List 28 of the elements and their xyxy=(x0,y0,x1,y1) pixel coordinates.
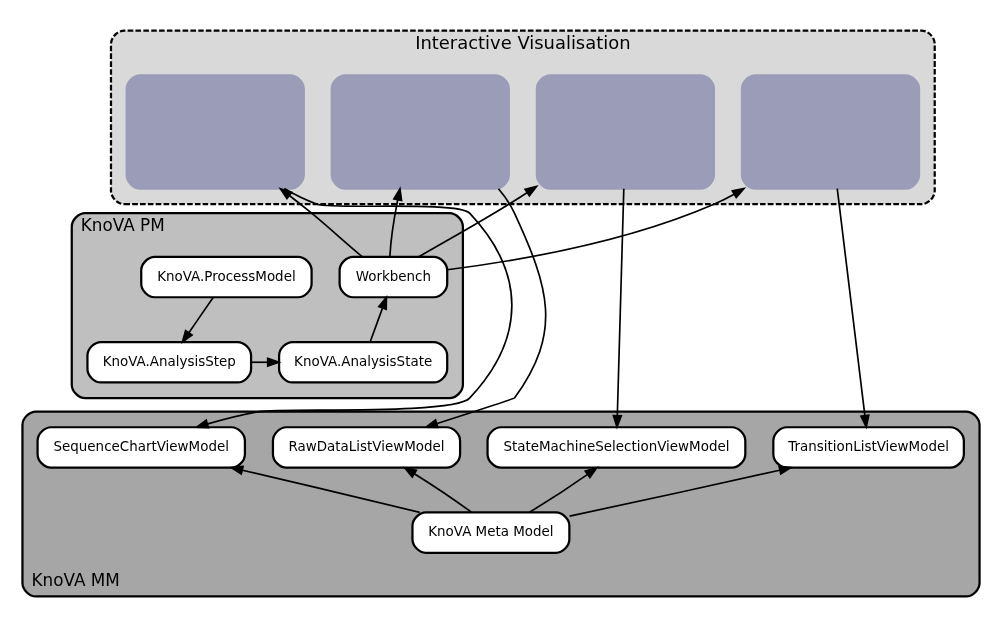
node-box xyxy=(125,73,305,190)
arrow xyxy=(180,296,214,344)
node-box: KnoVA.AnalysisState xyxy=(277,340,448,384)
arrow xyxy=(193,187,513,429)
arrow xyxy=(402,465,472,513)
arrow xyxy=(250,356,281,367)
arrow xyxy=(368,294,387,343)
arrow xyxy=(445,186,746,271)
arrow xyxy=(277,186,363,257)
node-box xyxy=(535,73,715,190)
node-box: Workbench xyxy=(338,255,448,298)
node-box: KnoVA Meta Model xyxy=(410,510,570,554)
arrow xyxy=(568,464,793,517)
arrow xyxy=(835,187,870,429)
node-box xyxy=(740,73,920,190)
node-box: SequenceChartViewModel xyxy=(35,425,246,469)
arrow xyxy=(388,185,403,257)
arrow xyxy=(527,465,599,513)
node-box: KnoVA.AnalysisStep xyxy=(85,340,252,384)
arrow xyxy=(417,184,539,258)
node-box: TransitionListViewModel xyxy=(771,425,965,469)
arrow xyxy=(611,187,625,429)
node-box: StateMachineSelectionViewModel xyxy=(485,425,746,469)
arrow xyxy=(228,464,421,513)
node-box: KnoVA.ProcessModel xyxy=(139,255,313,298)
node-box: RawDataListViewModel xyxy=(271,425,461,469)
arrow xyxy=(423,187,546,428)
node-box xyxy=(330,73,510,190)
